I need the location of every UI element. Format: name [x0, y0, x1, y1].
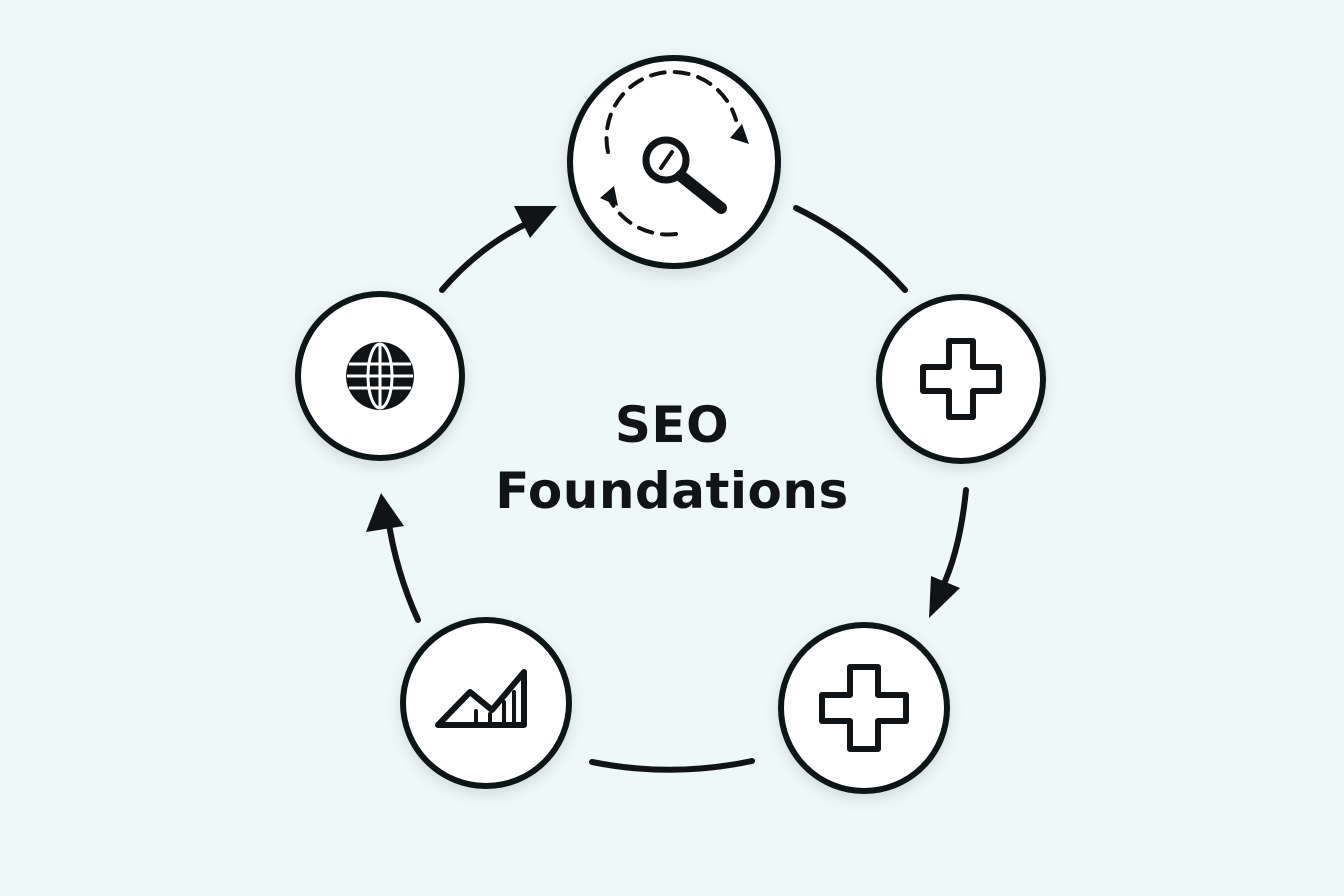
- node-plus-upper: [876, 294, 1046, 464]
- arrowheads: [366, 206, 960, 618]
- arrowhead-up-left: [366, 493, 404, 532]
- node-global: [295, 291, 465, 461]
- connector-research-to-plus-upper: [793, 205, 908, 293]
- connector-plus-lower-to-analytics: [589, 758, 755, 773]
- connector-analytics-to-global: [385, 515, 421, 623]
- node-plus-lower: [778, 622, 950, 794]
- search-cycle-icon: [604, 69, 738, 237]
- connector-global-to-research: [439, 219, 533, 293]
- title-line-foundations: Foundations: [495, 462, 849, 520]
- connectors: [385, 205, 969, 773]
- plus-icon: [819, 664, 909, 752]
- title-line-seo: SEO: [614, 396, 730, 454]
- arrowhead-to-research: [514, 206, 557, 238]
- node-analytics: [400, 617, 572, 789]
- cycle-arrow-tip-right: [730, 124, 749, 144]
- plus-icon: [920, 338, 1002, 420]
- chart-icon: [435, 669, 527, 728]
- cycle-arrow-tip-left: [600, 186, 618, 206]
- arrowhead-down-right: [929, 576, 960, 618]
- globe-icon: [346, 342, 414, 410]
- connector-plus-upper-to-plus-lower: [939, 487, 969, 591]
- node-research: [567, 55, 781, 269]
- diagram-title: SEO Foundations: [422, 392, 922, 524]
